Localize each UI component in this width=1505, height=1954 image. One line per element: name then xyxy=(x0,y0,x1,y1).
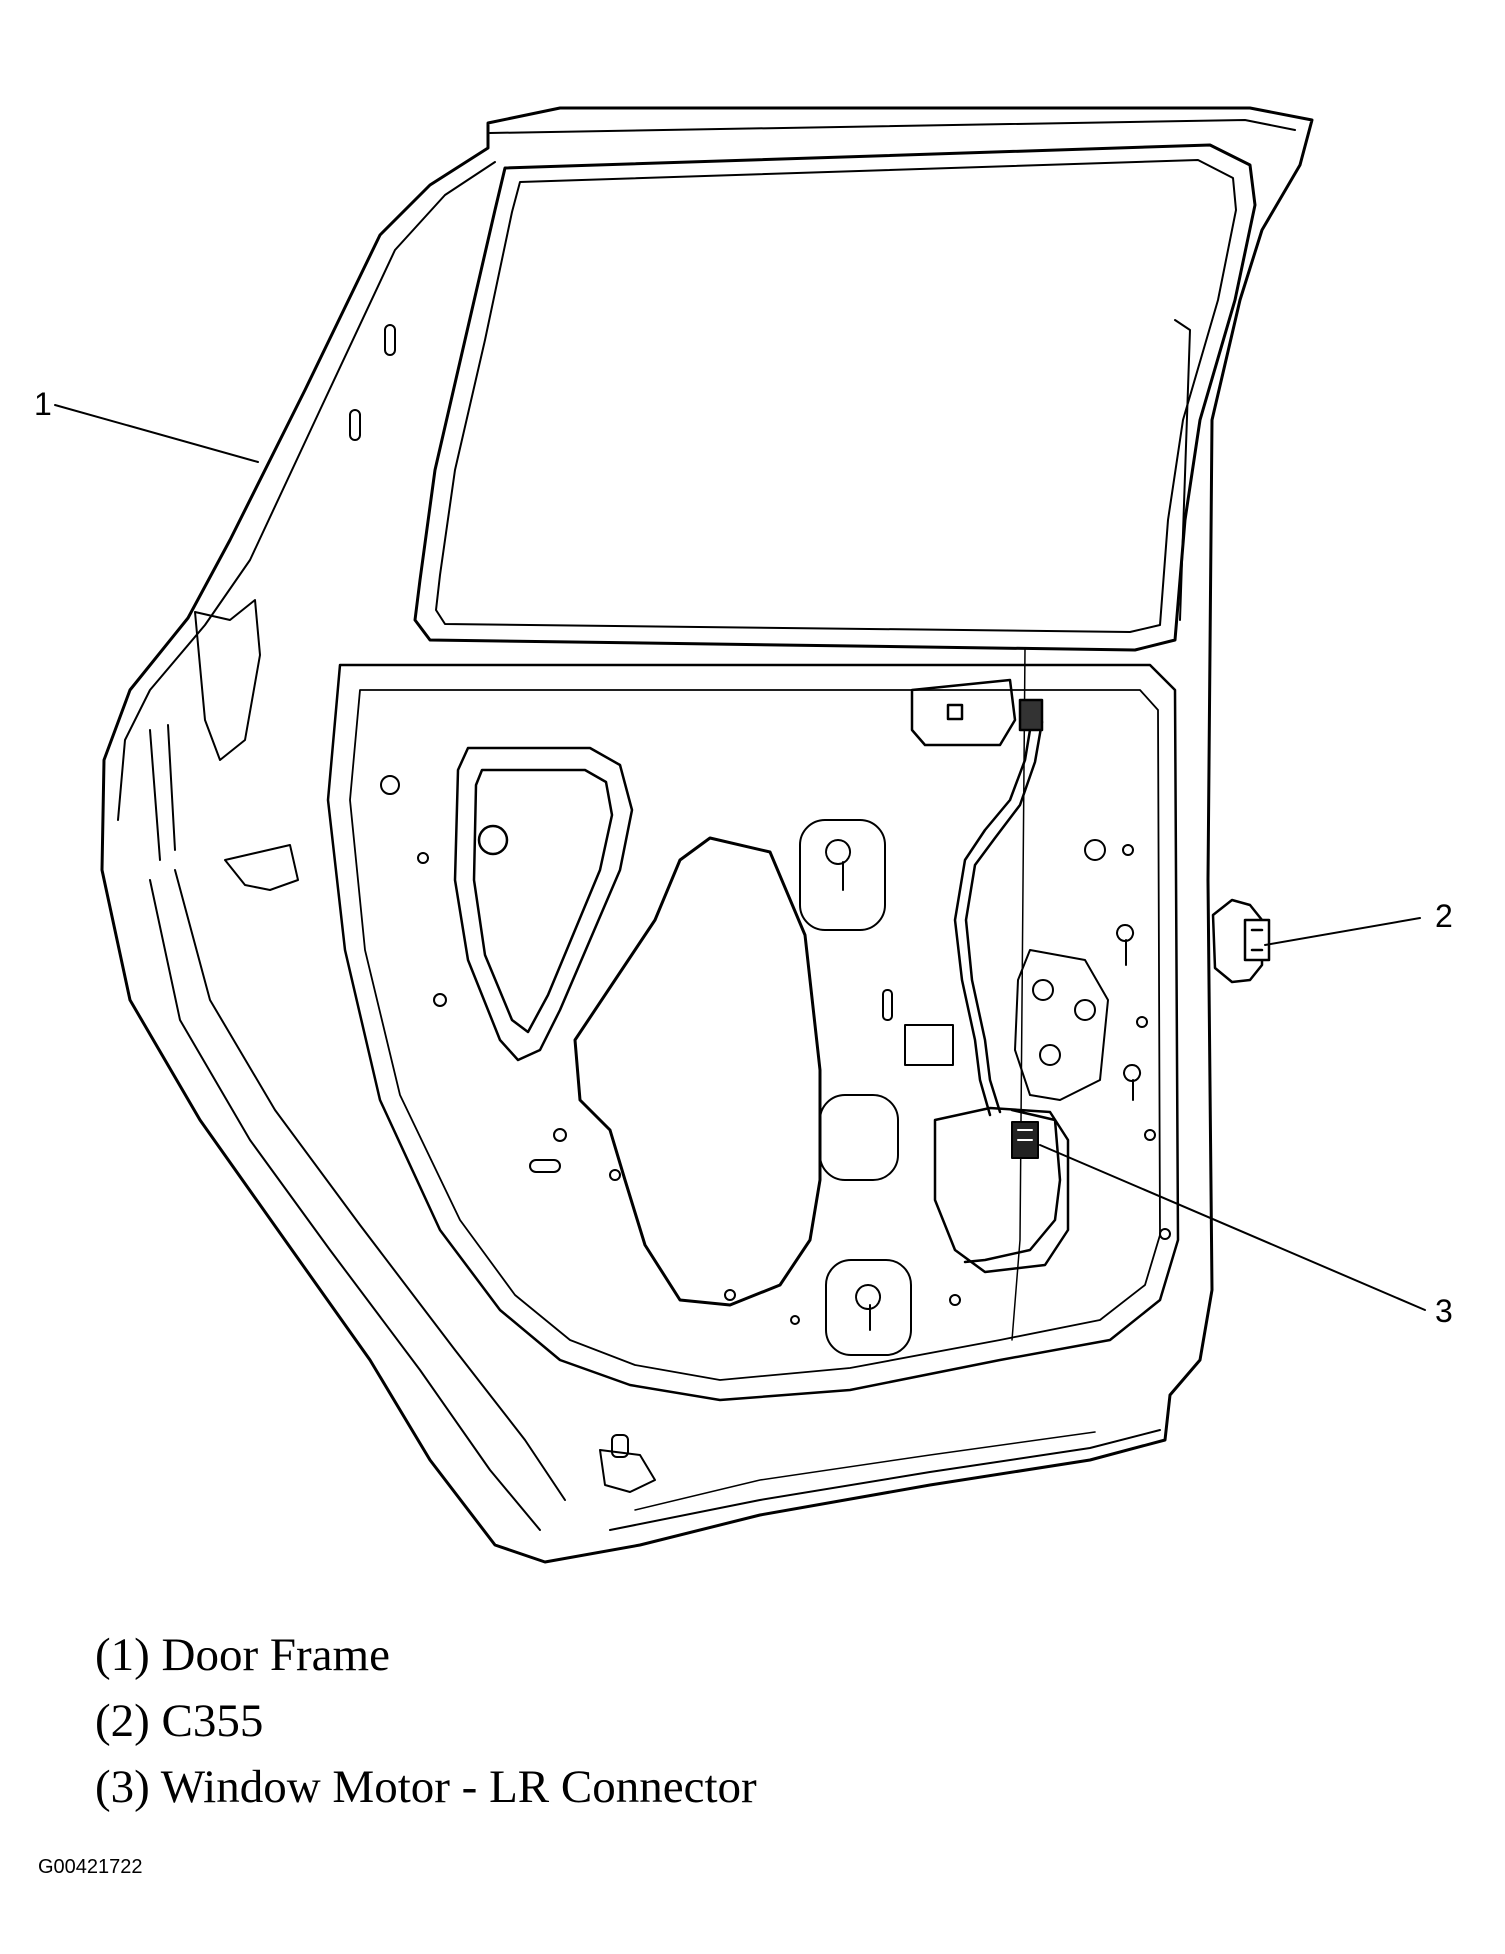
legend: (1) Door Frame (2) C355 (3) Window Motor… xyxy=(95,1622,757,1820)
window-frame xyxy=(413,143,1257,652)
callout-number-1: 1 xyxy=(34,386,52,422)
door-frame xyxy=(100,106,1314,1564)
legend-item-1: (1) Door Frame xyxy=(95,1629,390,1681)
leader-lines xyxy=(54,404,1426,1311)
window-motor-connector-shape xyxy=(1011,1121,1039,1159)
leader-line-3 xyxy=(1039,1144,1426,1311)
panel-recesses xyxy=(799,819,1109,1356)
legend-item-3: (3) Window Motor - LR Connector xyxy=(95,1761,757,1813)
wiring-harness xyxy=(953,716,1062,1264)
callout-number-3: 3 xyxy=(1435,1293,1453,1329)
legend-item-2: (2) C355 xyxy=(95,1695,264,1747)
lower-opening xyxy=(933,1106,1070,1274)
speaker-opening xyxy=(453,746,634,1062)
access-opening xyxy=(573,836,822,1307)
leader-line-1 xyxy=(54,404,259,463)
inner-panel xyxy=(326,647,1180,1402)
c355-connector xyxy=(1211,898,1271,984)
hinge-side-details xyxy=(149,324,396,891)
leader-line-2 xyxy=(1264,917,1421,946)
figure-id: G00421722 xyxy=(38,1856,143,1878)
inside-handle-bezel xyxy=(910,678,1044,747)
callout-number-2: 2 xyxy=(1435,898,1453,934)
bottom-clip xyxy=(599,1434,656,1493)
mounting-holes xyxy=(380,775,1171,1325)
